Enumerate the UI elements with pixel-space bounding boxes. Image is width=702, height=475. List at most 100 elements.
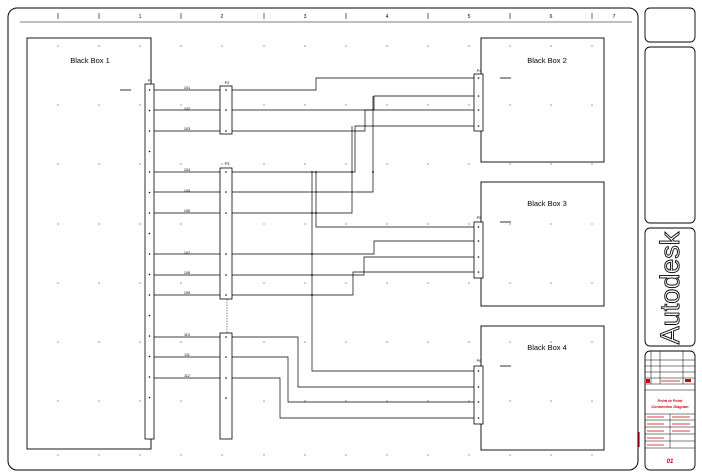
- black-box-2[interactable]: Black Box 2: [480, 37, 605, 163]
- grid-dot: [550, 454, 552, 456]
- connector-pin: [148, 253, 151, 255]
- grid-dot: [468, 400, 470, 402]
- connector-pin: [148, 109, 151, 112]
- wire: [315, 172, 477, 228]
- connector-label-p5: P5: [477, 216, 482, 220]
- wire: [231, 96, 374, 193]
- revision-mark: [646, 379, 650, 383]
- wire-junction: [311, 212, 313, 214]
- connector-pin: [148, 89, 151, 91]
- grid-dot: [550, 282, 552, 284]
- wire-junction: [311, 253, 313, 255]
- autodesk-logo: Autodesk: [655, 231, 685, 344]
- grid-dot: [468, 223, 470, 225]
- connector-pin: [477, 386, 480, 388]
- connector-pin: [477, 401, 480, 403]
- grid-dot: [468, 454, 470, 456]
- grid-dot: [386, 282, 388, 284]
- connector-pin: [225, 109, 227, 111]
- wire-label: 103: [184, 127, 190, 131]
- connector-pin: [148, 376, 151, 378]
- grid-dot: [180, 341, 182, 343]
- grid-dot: [386, 454, 388, 456]
- black-box-1[interactable]: Black Box 1: [26, 37, 152, 450]
- grid-dot: [591, 163, 593, 165]
- connector-pin: [477, 125, 480, 127]
- revision-mark: [685, 379, 691, 382]
- grid-dot: [550, 45, 552, 47]
- grid-dot: [427, 400, 429, 402]
- connector-pin: [225, 191, 227, 193]
- connector-pin: [477, 240, 480, 242]
- grid-dot: [180, 454, 182, 456]
- grid-dot: [263, 163, 265, 165]
- black-box-4[interactable]: Black Box 4: [480, 325, 605, 451]
- wire-label: 106: [184, 209, 190, 213]
- black-box-3[interactable]: Black Box 3: [480, 181, 605, 307]
- connector-label-p3: P3: [225, 162, 230, 166]
- title-panel-notes: [644, 46, 696, 224]
- grid-dot: [304, 282, 306, 284]
- column-number: 3: [304, 14, 307, 20]
- wire-label: 111: [184, 353, 190, 357]
- grid-dot: [591, 104, 593, 106]
- connector-pin: [148, 150, 151, 153]
- connector-pin: [148, 294, 151, 296]
- connector-pin: [477, 417, 480, 419]
- grid-dot: [345, 223, 347, 225]
- connector-pin: [148, 273, 151, 276]
- grid-dot: [427, 282, 429, 284]
- wire-label: 109: [184, 291, 190, 295]
- connector-pin: [225, 212, 227, 214]
- grid-dot: [509, 400, 511, 402]
- drawing-border: [7, 7, 639, 471]
- wire: [231, 336, 477, 388]
- grid-dot: [263, 282, 265, 284]
- grid-dot: [386, 163, 388, 165]
- wire-junction: [311, 171, 313, 173]
- grid-dot: [550, 341, 552, 343]
- grid-dot: [427, 104, 429, 106]
- connector-pin: [225, 130, 227, 132]
- project-title-line1: Point to Point: [658, 399, 683, 403]
- grid-dot: [98, 454, 100, 456]
- grid-dot: [98, 104, 100, 106]
- grid-dot: [304, 163, 306, 165]
- black-box-4-label: Black Box 4: [527, 343, 567, 352]
- grid-dot: [591, 45, 593, 47]
- black-box-2-label: Black Box 2: [527, 56, 567, 65]
- title-panel-sheet: [644, 350, 696, 471]
- grid-dot: [57, 282, 59, 284]
- wire: [231, 95, 477, 111]
- wire-label: 101: [184, 86, 190, 90]
- grid-dot: [180, 45, 182, 47]
- grid-dot: [180, 400, 182, 402]
- grid-dot: [304, 45, 306, 47]
- grid-dot: [98, 341, 100, 343]
- connector-label-p1: P1: [148, 79, 153, 83]
- grid-dot: [139, 282, 141, 284]
- connector-pin: [477, 370, 480, 372]
- wire-junction: [315, 212, 317, 214]
- grid-dot: [304, 400, 306, 402]
- grid-dot: [550, 163, 552, 165]
- connector-pin: [148, 355, 151, 358]
- grid-dot: [345, 400, 347, 402]
- grid-dot: [591, 400, 593, 402]
- connector-pin: [225, 253, 227, 255]
- grid-dot: [386, 341, 388, 343]
- connector-pin: [477, 226, 480, 228]
- grid-dot: [263, 341, 265, 343]
- connector-pin: [148, 232, 151, 235]
- connector-pin: [477, 77, 480, 79]
- grid-dot: [263, 45, 265, 47]
- wire-label: 112: [184, 374, 190, 378]
- connector-p3-lower: [219, 332, 233, 440]
- grid-dot: [98, 45, 100, 47]
- grid-dot: [509, 163, 511, 165]
- grid-dot: [57, 104, 59, 106]
- sheet-number: 01: [667, 459, 674, 465]
- grid-dot: [57, 454, 59, 456]
- connector-pin: [225, 377, 227, 379]
